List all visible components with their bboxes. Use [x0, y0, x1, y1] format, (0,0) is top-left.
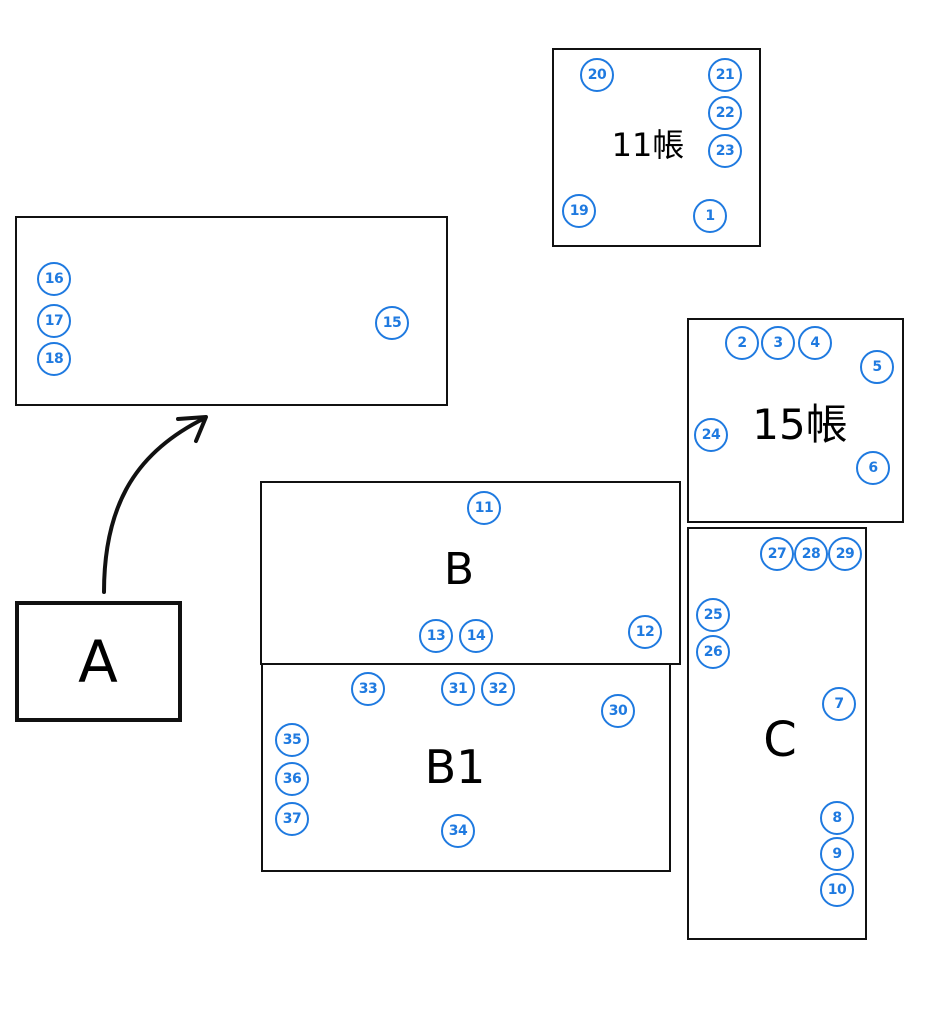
- marker-7: 7: [822, 687, 856, 721]
- room-top-left: [15, 216, 448, 406]
- marker-19: 19: [562, 194, 596, 228]
- marker-30: 30: [601, 694, 635, 728]
- marker-35: 35: [275, 723, 309, 757]
- marker-4: 4: [798, 326, 832, 360]
- marker-21: 21: [708, 58, 742, 92]
- marker-16: 16: [37, 262, 71, 296]
- marker-17: 17: [37, 304, 71, 338]
- marker-3: 3: [761, 326, 795, 360]
- marker-24: 24: [694, 418, 728, 452]
- marker-37: 37: [275, 802, 309, 836]
- marker-36: 36: [275, 762, 309, 796]
- marker-28: 28: [794, 537, 828, 571]
- marker-22: 22: [708, 96, 742, 130]
- marker-31: 31: [441, 672, 475, 706]
- room-15jo: [687, 318, 904, 523]
- room-b1-label: B1: [424, 740, 486, 794]
- marker-5: 5: [860, 350, 894, 384]
- room-b1: [261, 663, 671, 872]
- marker-10: 10: [820, 873, 854, 907]
- marker-29: 29: [828, 537, 862, 571]
- room-11jo-label: 11帳: [611, 126, 685, 164]
- marker-32: 32: [481, 672, 515, 706]
- room-c: [687, 527, 867, 940]
- marker-13: 13: [419, 619, 453, 653]
- marker-33: 33: [351, 672, 385, 706]
- marker-23: 23: [708, 134, 742, 168]
- marker-2: 2: [725, 326, 759, 360]
- marker-6: 6: [856, 451, 890, 485]
- marker-14: 14: [459, 619, 493, 653]
- marker-25: 25: [696, 598, 730, 632]
- room-c-label: C: [763, 712, 797, 768]
- marker-27: 27: [760, 537, 794, 571]
- marker-12: 12: [628, 615, 662, 649]
- marker-18: 18: [37, 342, 71, 376]
- room-a: [15, 601, 182, 722]
- room-b-label: B: [443, 544, 475, 595]
- room-11jo: [552, 48, 761, 247]
- marker-20: 20: [580, 58, 614, 92]
- marker-1: 1: [693, 199, 727, 233]
- marker-15: 15: [375, 306, 409, 340]
- room-a-label: A: [78, 628, 118, 696]
- marker-11: 11: [467, 491, 501, 525]
- marker-8: 8: [820, 801, 854, 835]
- marker-26: 26: [696, 635, 730, 669]
- room-15jo-label: 15帳: [752, 400, 848, 449]
- marker-34: 34: [441, 814, 475, 848]
- marker-9: 9: [820, 837, 854, 871]
